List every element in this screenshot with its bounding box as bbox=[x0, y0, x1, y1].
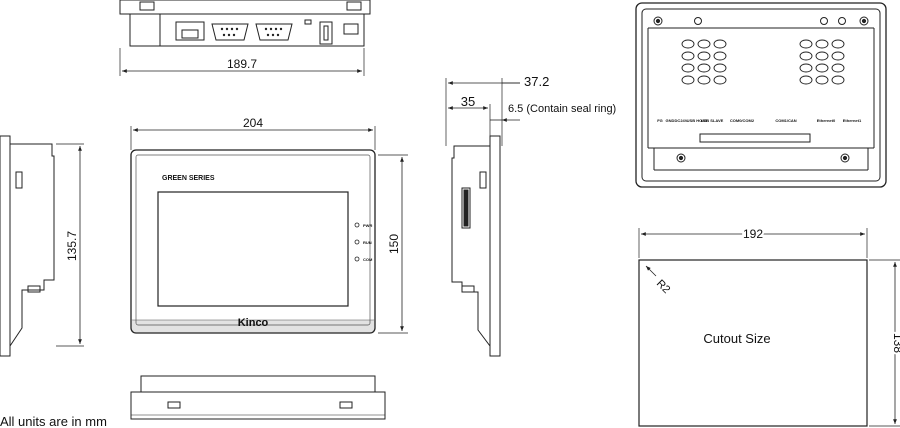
bottom-view bbox=[130, 375, 386, 420]
vent-hole bbox=[713, 51, 727, 61]
back-port-label: Ethernet1 bbox=[843, 118, 862, 123]
dim-label-150: 150 bbox=[387, 234, 401, 254]
vent-grid-right bbox=[799, 39, 845, 85]
vent-hole bbox=[831, 39, 845, 49]
terminal-block-icon bbox=[343, 23, 359, 35]
usb-port-icon bbox=[319, 21, 333, 45]
front-view: GREEN SERIES Kinco PWR RUN COM bbox=[130, 149, 376, 334]
dim-cutout-height: 138 bbox=[869, 259, 900, 427]
vent-hole bbox=[815, 75, 829, 85]
sd-slot-icon bbox=[461, 187, 471, 229]
dim-label-204: 204 bbox=[243, 116, 263, 130]
dim-front-height: 150 bbox=[378, 154, 408, 334]
db9-port-icon bbox=[255, 23, 293, 41]
vent-hole bbox=[831, 75, 845, 85]
dim-depth: 37.2 35 6.5 (Contain seal ring) bbox=[445, 74, 616, 146]
back-port-label: DC24V bbox=[675, 118, 688, 123]
led-pwr-icon bbox=[354, 222, 360, 228]
vent-hole bbox=[713, 63, 727, 73]
back-port-label: Ethernet0 bbox=[817, 118, 836, 123]
cutout-view: Cutout Size R2 bbox=[638, 259, 868, 427]
vent-hole bbox=[815, 63, 829, 73]
led-com-icon bbox=[354, 256, 360, 262]
vent-hole bbox=[799, 75, 813, 85]
led-run-icon bbox=[354, 239, 360, 245]
vent-hole bbox=[831, 51, 845, 61]
right-side-view bbox=[451, 135, 501, 357]
units-note: All units are in mm bbox=[0, 414, 107, 428]
dim-left-height: 135.7 bbox=[56, 143, 84, 347]
vent-hole bbox=[815, 51, 829, 61]
dim-top-width: 189.7 bbox=[119, 48, 365, 76]
back-port-label: COM1/CAN bbox=[775, 118, 796, 123]
top-view bbox=[119, 0, 371, 47]
dim-label-135: 135.7 bbox=[65, 231, 79, 261]
back-view bbox=[635, 2, 887, 188]
back-port-label: USB SLAVE bbox=[701, 118, 724, 123]
db9-port-icon bbox=[211, 23, 249, 41]
led-label-run: RUN bbox=[363, 240, 372, 245]
back-port-label: COM0/COM2 bbox=[730, 118, 755, 123]
dim-label-35: 35 bbox=[461, 94, 475, 109]
dim-label-189: 189.7 bbox=[227, 57, 257, 71]
led-label-pwr: PWR bbox=[363, 223, 372, 228]
dim-label-138: 138 bbox=[891, 333, 900, 353]
usb-mini-port-icon bbox=[304, 19, 312, 25]
vent-hole bbox=[681, 39, 695, 49]
vent-hole bbox=[697, 51, 711, 61]
back-port-label: FG bbox=[657, 118, 663, 123]
vent-hole bbox=[815, 39, 829, 49]
dim-label-seal: 6.5 (Contain seal ring) bbox=[508, 103, 616, 115]
series-label: GREEN SERIES bbox=[162, 175, 215, 182]
left-side-view bbox=[0, 135, 55, 357]
vent-hole bbox=[697, 75, 711, 85]
rj45-port-icon bbox=[175, 21, 205, 41]
brand-logo: Kinco bbox=[238, 317, 269, 329]
dim-label-192: 192 bbox=[743, 227, 763, 241]
cutout-label: Cutout Size bbox=[703, 331, 770, 346]
vent-hole bbox=[681, 63, 695, 73]
lcd-screen bbox=[157, 191, 349, 307]
vent-hole bbox=[713, 39, 727, 49]
vent-hole bbox=[799, 39, 813, 49]
vent-hole bbox=[713, 75, 727, 85]
led-label-com: COM bbox=[363, 257, 373, 262]
dim-cutout-width: 192 bbox=[638, 225, 868, 258]
vent-grid-left bbox=[681, 39, 727, 85]
vent-hole bbox=[681, 51, 695, 61]
vent-hole bbox=[831, 63, 845, 73]
dim-label-37: 37.2 bbox=[524, 74, 549, 89]
vent-hole bbox=[799, 63, 813, 73]
dim-front-width: 204 bbox=[130, 116, 376, 150]
vent-hole bbox=[697, 63, 711, 73]
vent-hole bbox=[799, 51, 813, 61]
vent-hole bbox=[681, 75, 695, 85]
back-port-label: USB HOST bbox=[687, 118, 708, 123]
back-port-label: GND bbox=[666, 118, 675, 123]
vent-hole bbox=[697, 39, 711, 49]
